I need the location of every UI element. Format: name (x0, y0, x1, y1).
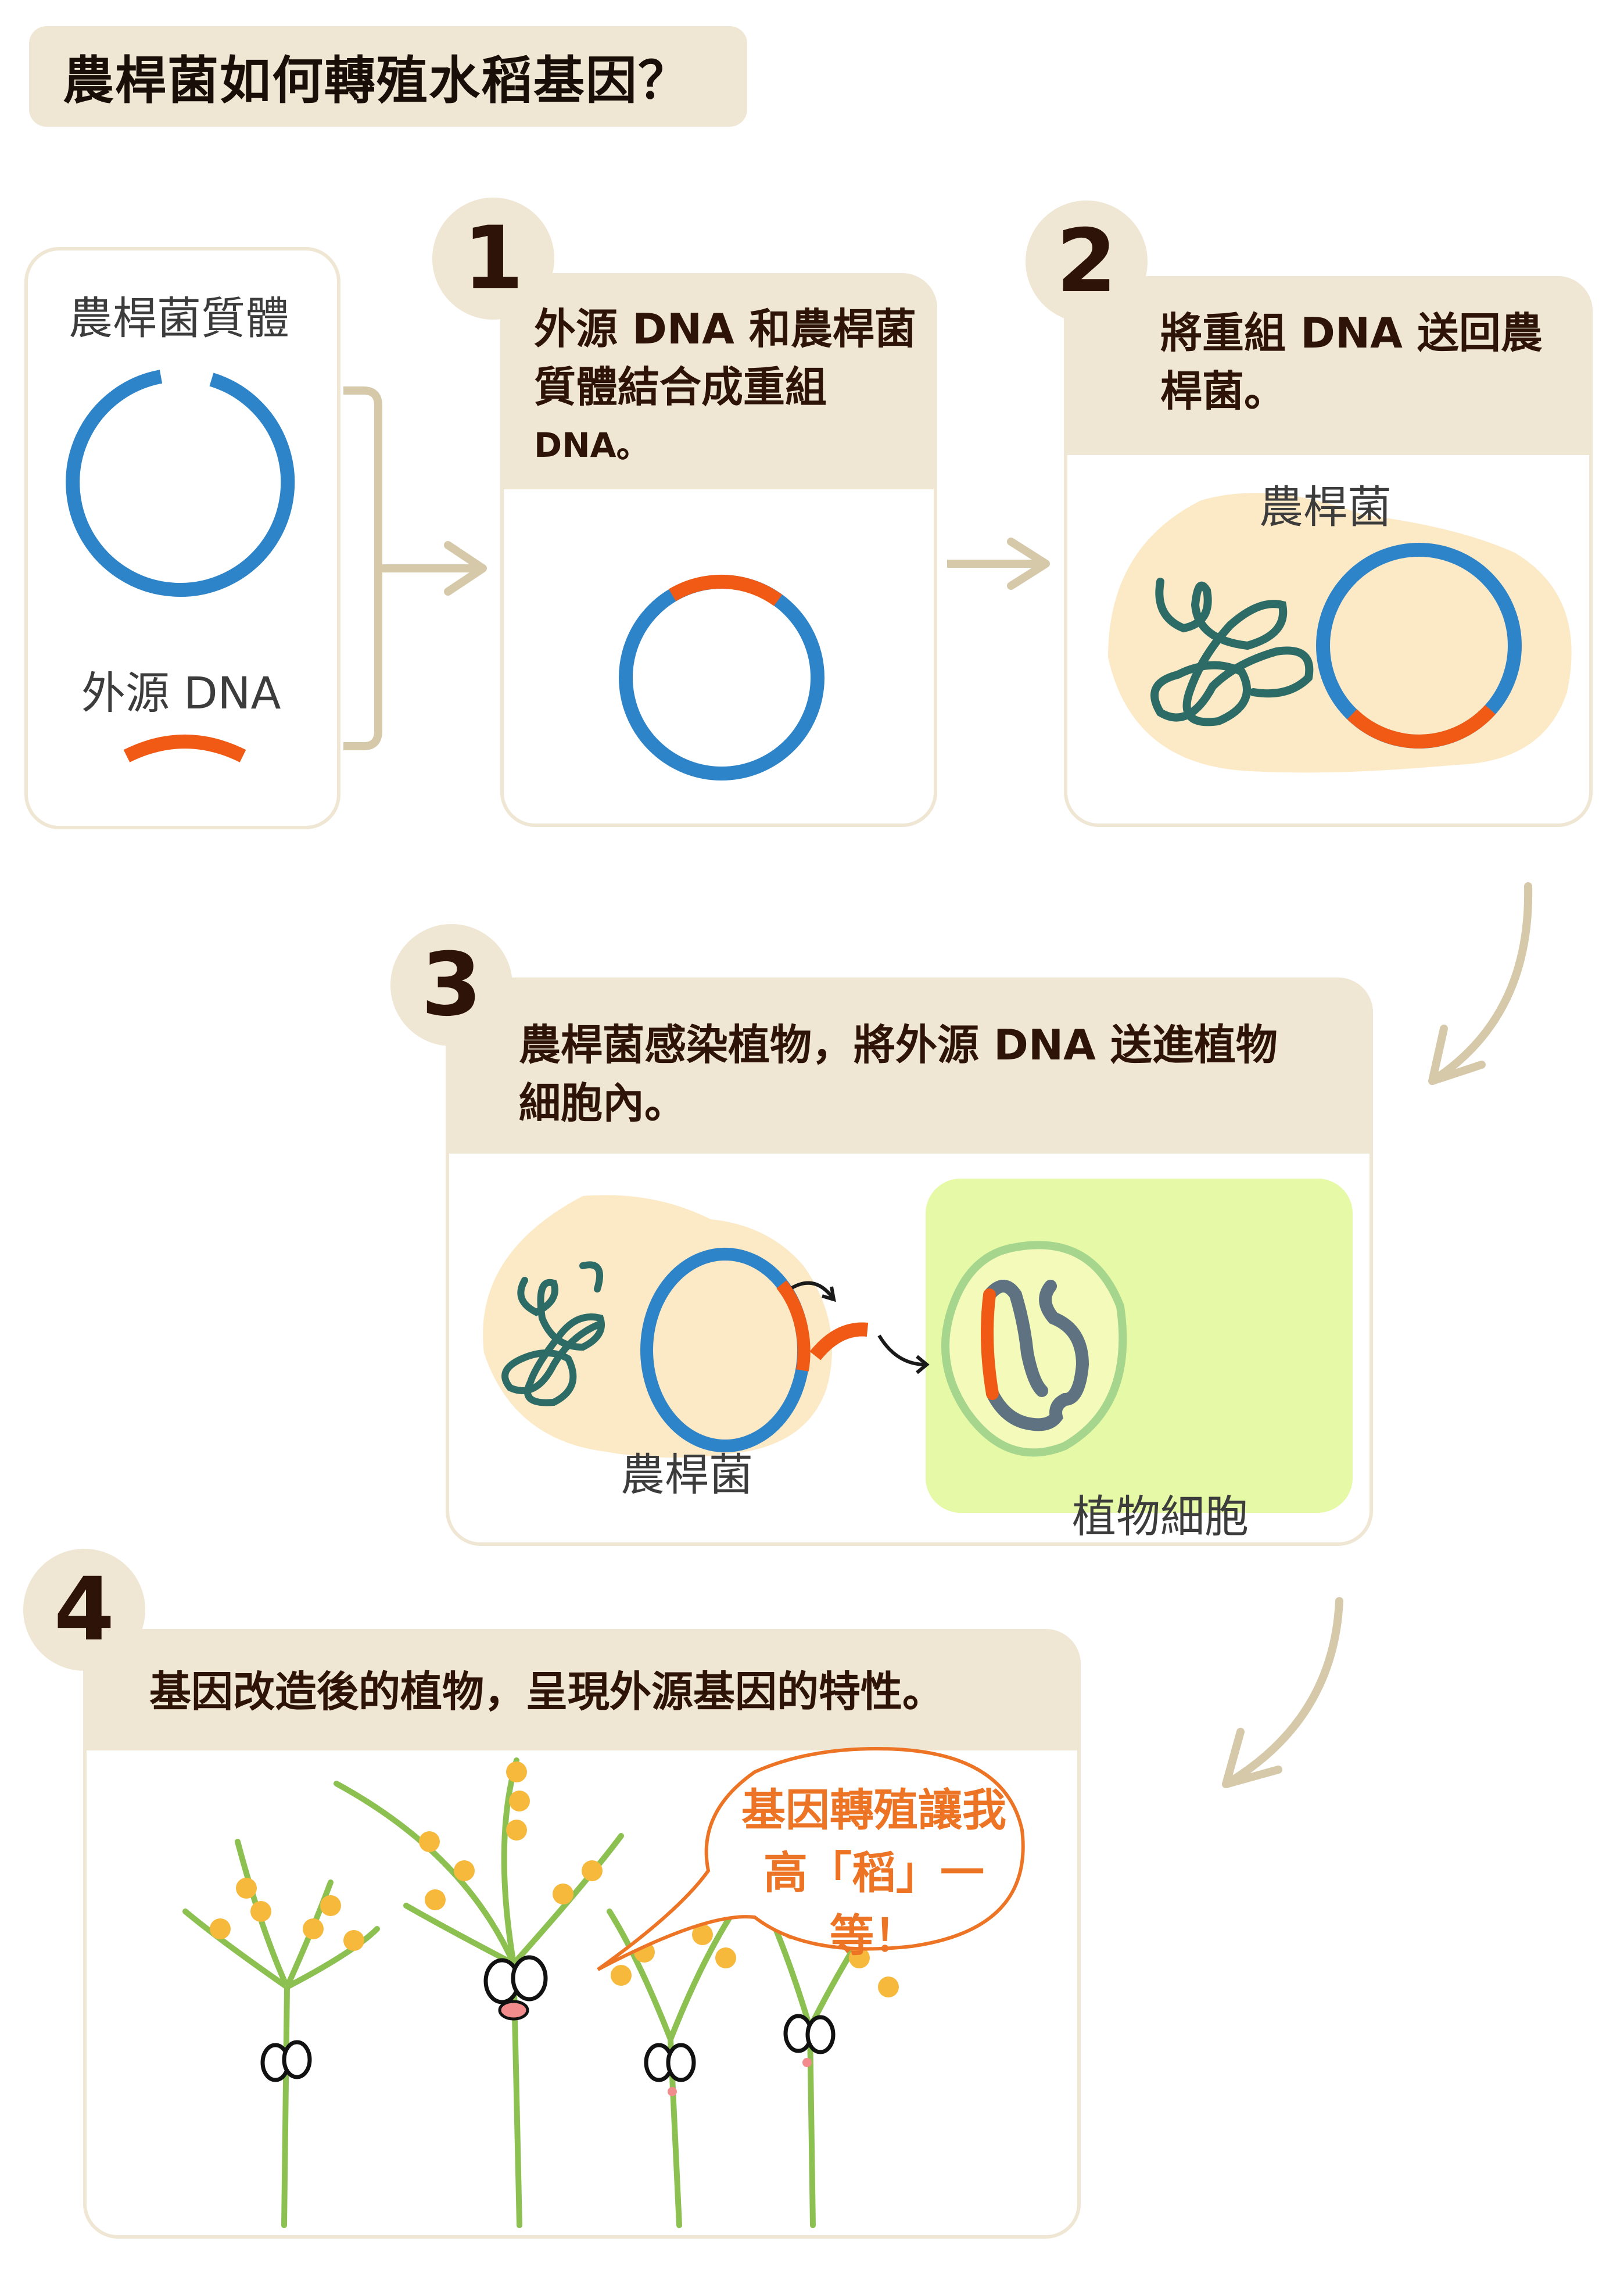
step-2-text-line1: 將重組 DNA 送回農 (1160, 309, 1543, 357)
step-2-number: 2 (1026, 200, 1148, 323)
page-title: 農桿菌如何轉殖水稻基因？ (63, 51, 691, 110)
curved-arrow-down-icon (1428, 882, 1533, 1085)
recombinant-plasmid-icon (619, 574, 824, 780)
arrow-right-icon (947, 538, 1050, 590)
step-1-text-line2: 質體結合成重組 (534, 363, 827, 411)
step-4-number: 4 (23, 1549, 145, 1671)
speech-line-2: 高「稻」一等！ (763, 1847, 984, 1961)
rice-plants-illustration (182, 1757, 903, 2228)
step-2-text-line2: 桿菌。 (1160, 367, 1286, 416)
step-2-card: 將重組 DNA 送回農 桿菌。 農桿菌 (1064, 276, 1593, 827)
step-3-text-line1: 農桿菌感染植物，將外源 DNA 送進植物 (519, 1021, 1278, 1069)
step-3-text-line2: 細胞內。 (519, 1079, 687, 1127)
infection-diagram (483, 1195, 1127, 1458)
step-3-header: 農桿菌感染植物，將外源 DNA 送進植物 細胞內。 (449, 981, 1370, 1154)
step-1-text-line1: 外源 DNA 和農桿菌 (534, 305, 916, 353)
inputs-card: 農桿菌質體 外源 DNA (24, 247, 340, 829)
step-4-card: 基因改造後的植物，呈現外源基因的特性。 基因轉殖讓我 高「稻」 (83, 1629, 1081, 2239)
curved-arrow-down-icon-2 (1222, 1597, 1343, 1788)
step-4-header: 基因改造後的植物，呈現外源基因的特性。 (87, 1632, 1077, 1750)
speech-bubble-text: 基因轉殖讓我 高「稻」一等！ (737, 1779, 1010, 1967)
foreign-dna-label: 外源 DNA (81, 667, 281, 719)
step-3-bacterium-label: 農桿菌 (621, 1449, 753, 1501)
bacterium-with-plasmid (1108, 493, 1572, 773)
step-2-header: 將重組 DNA 送回農 桿菌。 (1067, 280, 1589, 455)
speech-bubble (597, 1746, 1025, 1971)
foreign-dna-fragment-icon (123, 735, 246, 762)
step-1-text-line3: DNA。 (534, 425, 650, 465)
step-1-number: 1 (432, 198, 554, 320)
step-3-number: 3 (390, 924, 512, 1046)
plasmid-open-ring-icon (66, 370, 295, 597)
plant-cell-label: 植物細胞 (1072, 1491, 1249, 1542)
step-1-header: 外源 DNA 和農桿菌 質體結合成重組 DNA。 (504, 277, 934, 489)
page-title-box: 農桿菌如何轉殖水稻基因？ (29, 26, 747, 127)
step-4-text: 基因改造後的植物，呈現外源基因的特性。 (149, 1667, 945, 1716)
step-3-card: 農桿菌感染植物，將外源 DNA 送進植物 細胞內。 農桿菌 植物細胞 (446, 978, 1373, 1546)
step-2-bacterium-label: 農桿菌 (1259, 481, 1392, 533)
step-1-card: 外源 DNA 和農桿菌 質體結合成重組 DNA。 (500, 273, 937, 827)
speech-line-1: 基因轉殖讓我 (741, 1784, 1006, 1836)
plasmid-label: 農桿菌質體 (69, 292, 289, 344)
bracket-arrow-icon (343, 386, 487, 750)
